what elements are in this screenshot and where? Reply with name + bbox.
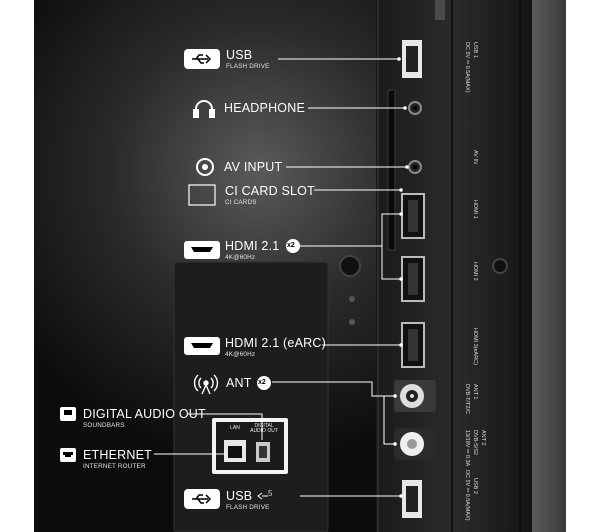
side-ant1-std: DVB-T/T2/C: [464, 384, 470, 414]
ant-x2-text: x2: [258, 379, 266, 386]
ant-label: ANT: [226, 376, 252, 390]
side-hdmi3: HDMI 3(eARC): [472, 328, 478, 365]
white-margin-right: [566, 0, 600, 532]
antenna-port-1: [394, 380, 436, 412]
ethernet-icon: [60, 448, 76, 462]
usb-top-title: USB: [226, 48, 253, 62]
antenna-port-2: [394, 428, 436, 460]
usb-icon-bottom: [184, 489, 220, 509]
hdmi-label: HDMI 2.1 4K@60Hz: [225, 240, 279, 261]
hdmi-title: HDMI 2.1: [225, 239, 280, 253]
hdmi-earc-label: HDMI 2.1 (eARC) 4K@60Hz: [225, 337, 326, 358]
headphone-icon: [193, 100, 215, 118]
hdmi-earc-title: HDMI 2.1 (eARC): [225, 336, 326, 350]
digital-audio-title: DIGITAL AUDIO OUT: [83, 407, 206, 421]
hdmi-sub: 4K@60Hz: [225, 253, 256, 261]
white-margin-left: [0, 0, 34, 532]
digital-audio-sub: SOUNDBARS: [83, 421, 125, 429]
side-usb2-power: DC 5V ⎓ 0.5A(MAX): [464, 470, 470, 521]
tv-side-frame: [532, 0, 566, 532]
top-cable-bar: [435, 0, 445, 20]
side-hdmi1: HDMI 1: [472, 200, 478, 219]
hdmi-icon: [184, 241, 220, 259]
mount-hole-right: [492, 258, 508, 274]
leader-lines: [154, 57, 409, 498]
usb-bottom-tag: 5: [268, 489, 273, 498]
digital-audio-label: DIGITAL AUDIO OUT SOUNDBARS: [83, 408, 206, 429]
av-input-icon: [196, 158, 214, 176]
lan-port-hole: [228, 446, 242, 458]
screw-small-2: [349, 319, 355, 325]
ethernet-title: ETHERNET: [83, 448, 152, 462]
hdmi-earc-sub: 4K@60Hz: [225, 350, 256, 358]
side-ant2: ANT 2: [480, 430, 486, 446]
side-ant2-power: 13/18V ⎓ 0.3A: [464, 430, 470, 467]
av-jack: [408, 160, 422, 174]
side-hdmi2: HDMI 2: [472, 262, 478, 281]
usb-bottom-label: USB FLASH DRIVE: [226, 490, 270, 511]
side-ant1: ANT 1: [472, 384, 478, 400]
digital-audio-icon: [60, 407, 76, 421]
usb-top-sub: FLASH DRIVE: [226, 62, 270, 70]
ethernet-sub: INTERNET ROUTER: [83, 462, 146, 470]
x2-badge-ant: [257, 376, 271, 390]
ci-card-sub: CI CARDS: [225, 198, 257, 206]
side-av-in: AV IN: [472, 150, 478, 164]
ci-card-icon: [188, 184, 216, 206]
hdmi-port-3: [401, 322, 425, 368]
headphone-label: HEADPHONE: [224, 101, 305, 115]
side-usb1-power: DC 5V ⎓ 0.5A(MAX): [464, 42, 470, 93]
usb-bottom-sub: FLASH DRIVE: [226, 503, 270, 511]
lan-plate-label: LAN: [230, 425, 240, 431]
ci-card-title: CI CARD SLOT: [225, 184, 315, 198]
mount-hole-left: [339, 255, 361, 277]
hdmi-port-2: [401, 256, 425, 302]
headphone-jack: [408, 101, 422, 115]
side-usb2: USB 2: [472, 478, 478, 494]
optical-port-hole: [259, 446, 267, 458]
usb-power-indicator: [257, 492, 268, 500]
side-ant2-std: DVB-S/S2: [472, 430, 478, 456]
ci-slot: [387, 89, 396, 251]
ethernet-label: ETHERNET INTERNET ROUTER: [83, 449, 152, 470]
hdmi-earc-icon: [184, 337, 220, 355]
screw-small-1: [349, 296, 355, 302]
hdmi-x2-text: x2: [287, 242, 295, 249]
usb-icon: [184, 49, 220, 69]
antenna-icon: [193, 374, 219, 395]
usb-port-top: [402, 40, 422, 78]
usb-bottom-title: USB: [226, 489, 253, 503]
usb-port-bottom: [402, 480, 422, 518]
hdmi-port-1: [401, 193, 425, 239]
ci-card-label: CI CARD SLOT CI CARDS: [225, 185, 315, 206]
av-input-label: AV INPUT: [224, 160, 283, 174]
digital-audio-plate-label: DIGITAL AUDIO OUT: [250, 423, 278, 435]
x2-badge-hdmi: [286, 239, 300, 253]
usb-top-label: USB FLASH DRIVE: [226, 49, 270, 70]
side-usb1: USB 1: [472, 42, 478, 58]
